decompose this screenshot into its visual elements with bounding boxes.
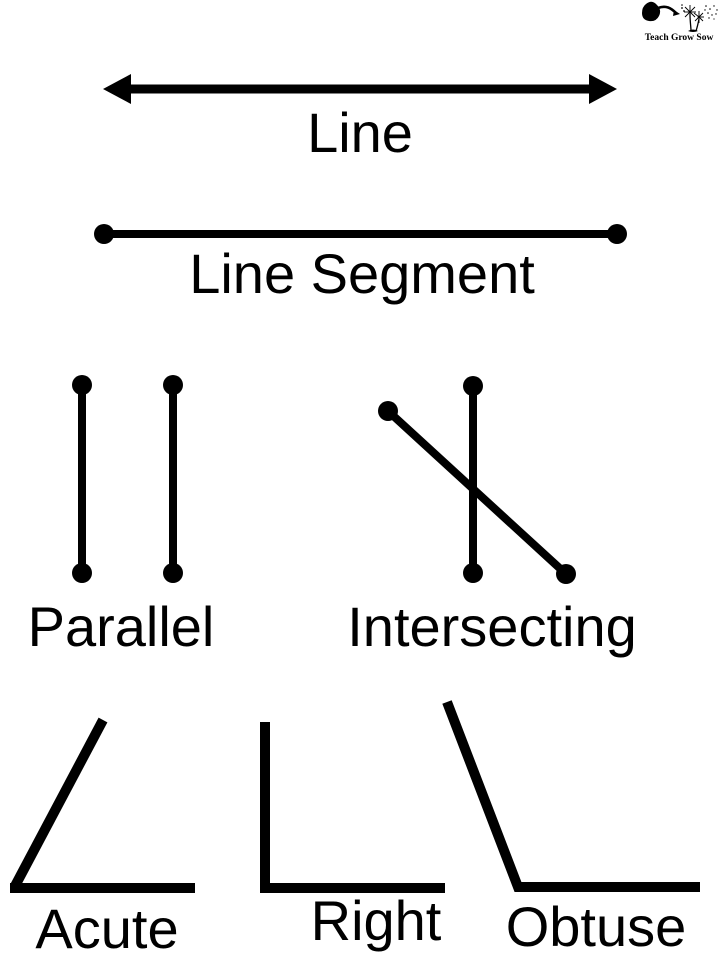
line-label: Line — [307, 101, 413, 164]
intersecting-lines-figure — [378, 376, 576, 584]
intersecting-label: Intersecting — [347, 595, 637, 658]
arrowhead-right-icon — [589, 74, 617, 104]
teach-grow-sow-logo: Teach Grow Sow — [642, 1, 718, 43]
line-figure — [103, 74, 617, 104]
parallel-lines-figure — [72, 375, 183, 583]
acute-angle-figure — [10, 717, 195, 893]
parallel-label: Parallel — [27, 595, 215, 658]
dandelion-icon — [684, 5, 704, 32]
arrowhead-left-icon — [103, 74, 131, 104]
line-segment-figure — [94, 224, 627, 244]
dandelion-seeds-icon — [704, 5, 718, 20]
right-label: Right — [310, 889, 442, 952]
logo-wordmark: Teach Grow Sow — [645, 33, 714, 43]
right-angle-figure — [260, 722, 445, 893]
line-segment-label: Line Segment — [189, 242, 535, 305]
watering-can-icon — [642, 1, 685, 22]
obtuse-label: Obtuse — [505, 895, 687, 958]
acute-label: Acute — [35, 897, 179, 960]
obtuse-angle-figure — [442, 700, 700, 892]
